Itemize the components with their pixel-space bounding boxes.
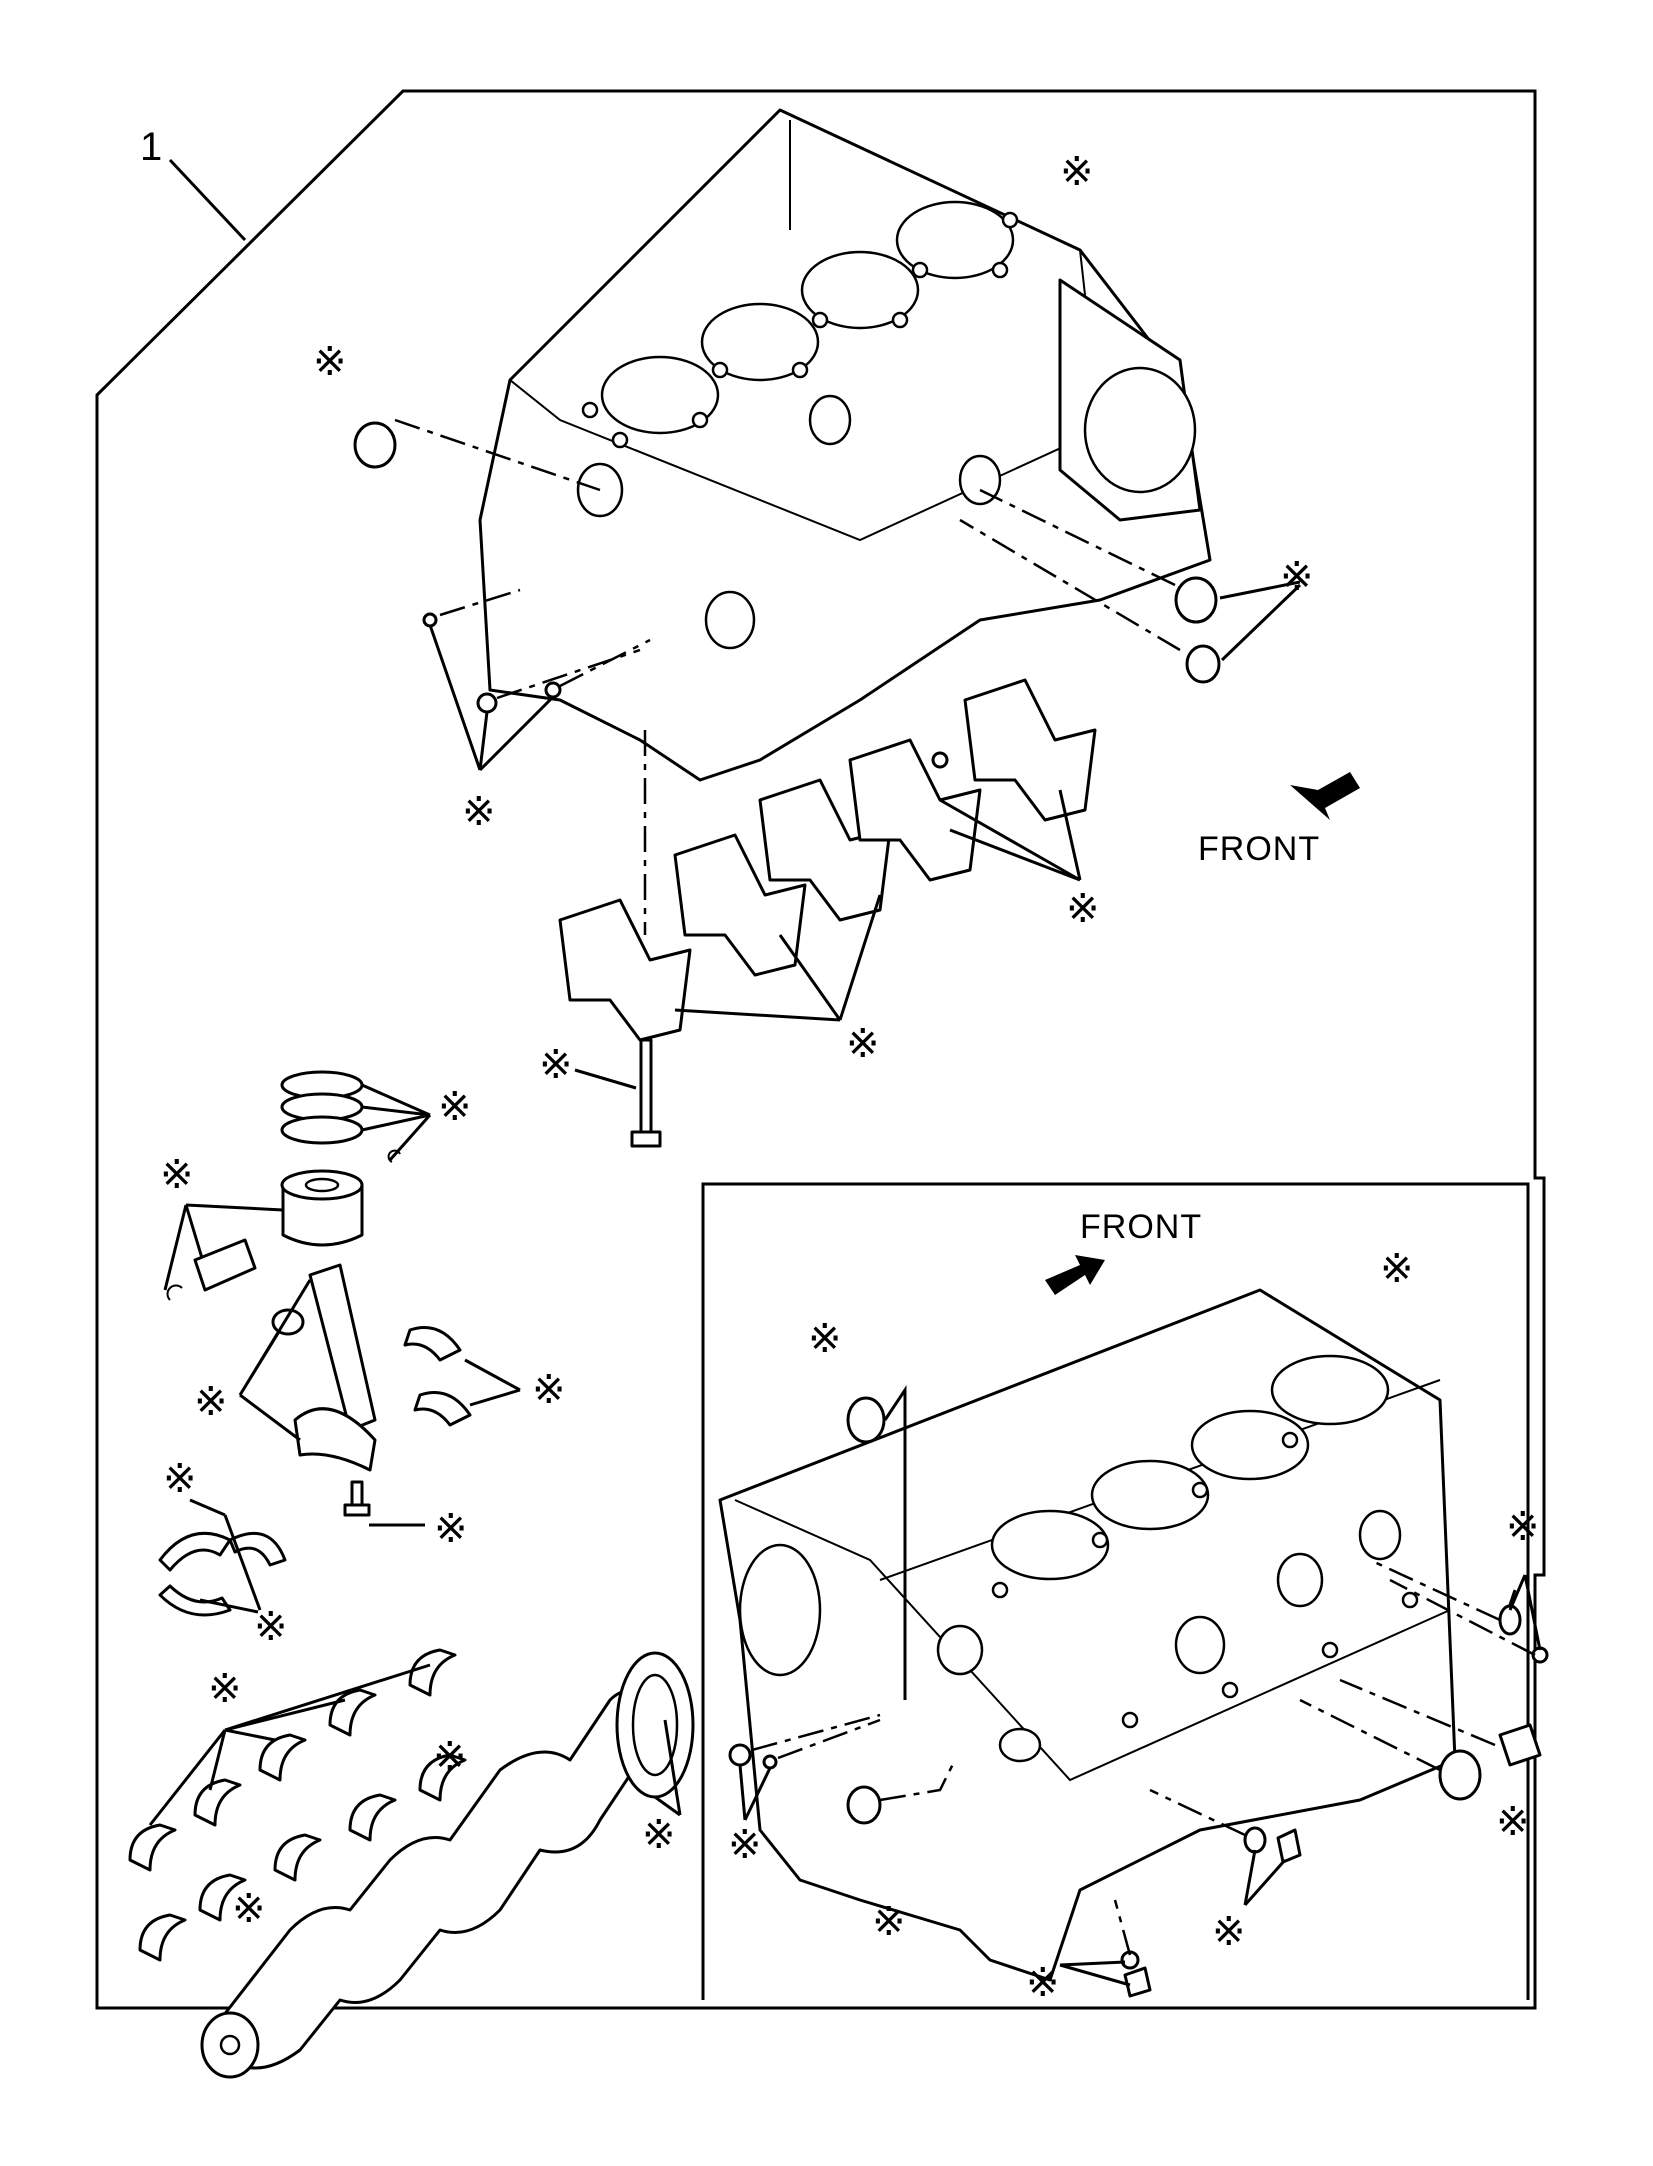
crank-gear (615, 1651, 695, 1799)
seal-left (353, 421, 397, 469)
svg-text:※: ※ (808, 1317, 842, 1361)
seal-right-2 (1185, 644, 1221, 684)
inset-seal-top (846, 1396, 886, 1444)
svg-text:※: ※ (232, 1887, 266, 1931)
svg-text:※: ※ (539, 1043, 573, 1087)
svg-text:※: ※ (438, 1085, 472, 1129)
crankshaft (200, 1688, 662, 2079)
svg-text:※: ※ (160, 1153, 194, 1197)
reference-leader (168, 158, 247, 242)
svg-text:※: ※ (1060, 150, 1094, 194)
connecting-rod (271, 1263, 377, 1472)
main-bearing-shells (128, 1648, 467, 1962)
rod-bearings (403, 1326, 472, 1427)
svg-text:※: ※ (163, 1457, 197, 1501)
main-bearing-bolt (630, 1038, 662, 1148)
svg-text:※: ※ (208, 1667, 242, 1711)
svg-text:※: ※ (1066, 887, 1100, 931)
svg-text:※: ※ (1280, 555, 1314, 599)
piston-rings (280, 1070, 364, 1145)
svg-text:※: ※ (194, 1380, 228, 1424)
svg-text:※: ※ (728, 1823, 762, 1867)
svg-text:※: ※ (1380, 1247, 1414, 1291)
inset-plug-right (1498, 1723, 1542, 1767)
front-label-main: FRONT (1198, 830, 1320, 868)
main-bearing-caps (558, 678, 1097, 1042)
svg-text:※: ※ (433, 1735, 467, 1779)
svg-text:※: ※ (1212, 1910, 1246, 1954)
inset-seal-bottom (846, 1785, 882, 1825)
front-direction-arrow-icon (1045, 1255, 1105, 1295)
svg-text:※: ※ (872, 1900, 906, 1944)
svg-text:※: ※ (532, 1368, 566, 1412)
svg-text:※: ※ (1026, 1961, 1060, 2005)
outer-frame (95, 89, 1546, 2010)
svg-text:※: ※ (846, 1022, 880, 1066)
svg-text:※: ※ (642, 1813, 676, 1857)
rod-bolt (343, 1480, 371, 1517)
inset-seal-right (1438, 1749, 1482, 1801)
seal-right-1 (1174, 576, 1218, 624)
svg-text:※: ※ (254, 1605, 288, 1649)
svg-text:※: ※ (462, 790, 496, 834)
svg-text:※: ※ (1506, 1505, 1540, 1549)
thrust-washers (158, 1531, 287, 1617)
svg-text:※: ※ (434, 1507, 468, 1551)
svg-text:※: ※ (1496, 1800, 1530, 1844)
marker-group: ※ ※ ※ ※ ※ ※ ※ ※ ※ ※ ※ ※ ※ ※ ※ ※ ※ ※ ※ ※ … (160, 150, 1540, 2005)
piston-pin (193, 1238, 257, 1292)
svg-text:※: ※ (313, 340, 347, 384)
front-label-inset: FRONT (1080, 1208, 1202, 1246)
reference-number: 1 (140, 125, 162, 169)
cylinder-block-inset (718, 1288, 1457, 1982)
cylinder-block-main (478, 108, 1212, 782)
piston (280, 1169, 364, 1247)
front-direction-arrow-icon (1290, 772, 1360, 820)
